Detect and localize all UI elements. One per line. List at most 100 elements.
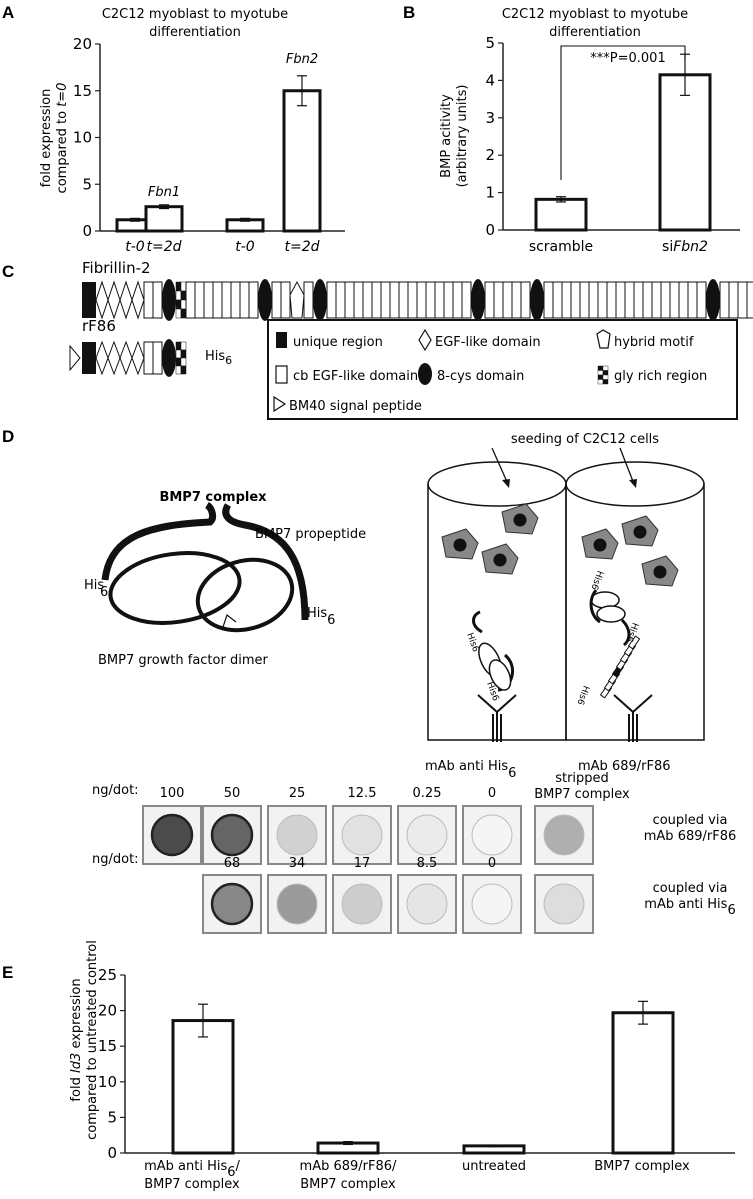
- his-left-sub: 6: [100, 585, 108, 600]
- eight-cys-domain: [471, 279, 485, 321]
- well2-his-bottom: His6: [574, 684, 590, 706]
- cb-egf-domain: [185, 281, 196, 319]
- bar: [144, 205, 184, 233]
- cell-nucleus: [633, 525, 647, 539]
- y-tick-label: 15: [98, 1037, 117, 1055]
- gly-rich-cell: [180, 341, 187, 351]
- rf86-his-sub: 6: [225, 354, 232, 367]
- x-tick-italic: Fbn2: [673, 239, 708, 255]
- gly-rich-cell: [597, 374, 604, 380]
- cb-egf-domain: [389, 281, 400, 319]
- x-tick-label: t-0: [235, 239, 255, 255]
- x-tick-label: t-0: [125, 239, 145, 255]
- seeding-label: seeding of C2C12 cells: [511, 432, 659, 447]
- panel-a-ylabel-2-italic: t=0: [55, 83, 70, 107]
- captured-propeptide-well2: [589, 589, 631, 647]
- cell-nucleus: [653, 565, 667, 579]
- panel-e-ylabel-1-italic: Id3: [69, 1053, 84, 1073]
- blot-dot: [471, 883, 513, 925]
- domain-legend-box: [267, 319, 738, 420]
- unique-region: [82, 282, 96, 318]
- gly-rich-cell: [602, 379, 609, 385]
- blot-dot: [341, 814, 383, 856]
- panel-a-bar-label-fbn2: Fbn2: [286, 52, 318, 67]
- seeding-arrow-1: [491, 447, 509, 485]
- egf-like-domain: [107, 280, 121, 320]
- well-2-rim: [565, 483, 705, 507]
- panel-e-ylabel: fold Id3 expression compared to untreate…: [69, 940, 100, 1140]
- cb-egf-domain: [398, 281, 409, 319]
- cb-egf-domain: [579, 281, 590, 319]
- his-right-label: His6: [307, 606, 335, 628]
- gly-rich-cell: [180, 281, 187, 292]
- panel-a-ylabel-2: compared to t=0: [55, 83, 70, 194]
- cb-egf-domain: [303, 281, 314, 319]
- antibody-anti-his: [477, 694, 517, 742]
- cb-egf-domain: [543, 281, 554, 319]
- cb-egf-domain: [239, 281, 250, 319]
- bar: [534, 197, 588, 232]
- cb-egf-domain: [143, 341, 154, 375]
- cb-egf-domain: [520, 281, 531, 319]
- egf-like-domain: [131, 280, 145, 320]
- y-tick-label: 1: [485, 184, 495, 202]
- panel-a-title-2: differentiation: [149, 25, 241, 40]
- blot-dot: [276, 814, 318, 856]
- seeding-arrow-2: [619, 447, 635, 485]
- dimer-pointer: [221, 614, 237, 631]
- y-tick-label: 15: [73, 82, 92, 100]
- dot-amount-label: 68: [224, 856, 241, 871]
- rf86-his-tag: His6: [205, 349, 232, 367]
- gly-rich-cell: [597, 379, 604, 385]
- cb-egf-domain: [651, 281, 662, 319]
- panel-a-bar-label-fbn1: Fbn1: [148, 185, 180, 200]
- blot-dot: [276, 883, 318, 925]
- gly-rich-cell: [175, 299, 182, 310]
- gly-rich-cell: [180, 349, 187, 359]
- eight-cys-domain: [162, 339, 176, 377]
- egf-like-domain: [119, 280, 133, 320]
- blot-dot: [150, 813, 194, 857]
- cb-egf-domain: [669, 281, 680, 319]
- cb-egf-domain: [443, 281, 454, 319]
- gly-rich-cell: [602, 370, 609, 376]
- dot-amount-label: 25: [289, 786, 306, 801]
- antibody-689: [613, 694, 653, 742]
- dot-amount-label: 100: [160, 786, 185, 801]
- cb-egf-domain: [380, 281, 391, 319]
- rf86-his-text: His: [205, 349, 225, 364]
- cb-egf-domain: [452, 281, 463, 319]
- blot-dot: [543, 814, 585, 856]
- legend-unique-region-icon: [276, 332, 287, 348]
- cb-egf-domain: [152, 341, 163, 375]
- blot-dot: [543, 883, 585, 925]
- panel-b-ylabel: BMP acitivity (arbitrary units): [439, 85, 470, 188]
- blot-dot: [471, 814, 513, 856]
- legend-8cys: 8-cys domain: [437, 369, 524, 384]
- panel-e-xtick-1-line2: BMP7 complex: [144, 1177, 240, 1192]
- dot-amount-label: 0: [488, 856, 496, 871]
- eight-cys-domain: [258, 279, 272, 321]
- cell-nucleus: [513, 513, 527, 527]
- legend-signal-peptide-icon: [273, 395, 287, 413]
- cb-egf-domain: [719, 281, 730, 319]
- cb-egf-domain: [230, 281, 241, 319]
- his-right-text: His: [307, 606, 327, 621]
- blot-dot: [341, 883, 383, 925]
- y-tick-label: 10: [73, 129, 92, 147]
- eight-cys-domain: [313, 279, 327, 321]
- panel-e-xtick-2: mAb 689/rF86/: [300, 1159, 397, 1174]
- well1-label: mAb anti His6: [425, 759, 516, 781]
- gly-rich-cell: [180, 365, 187, 375]
- cb-egf-domain: [746, 281, 753, 319]
- eight-cys-domain: [530, 279, 544, 321]
- gly-rich-cell: [597, 365, 604, 371]
- rf86-domain-map: [69, 339, 187, 377]
- captured-dimer-b-well1: [488, 659, 512, 691]
- cell-nucleus: [493, 553, 507, 567]
- coupled-row2-2-text: mAb anti His: [644, 897, 727, 912]
- bmp7-complex-diagram: [101, 502, 309, 633]
- cb-egf-domain: [511, 281, 522, 319]
- legend-gly-rich: gly rich region: [614, 369, 707, 384]
- well2-label: mAb 689/rF86: [578, 759, 671, 774]
